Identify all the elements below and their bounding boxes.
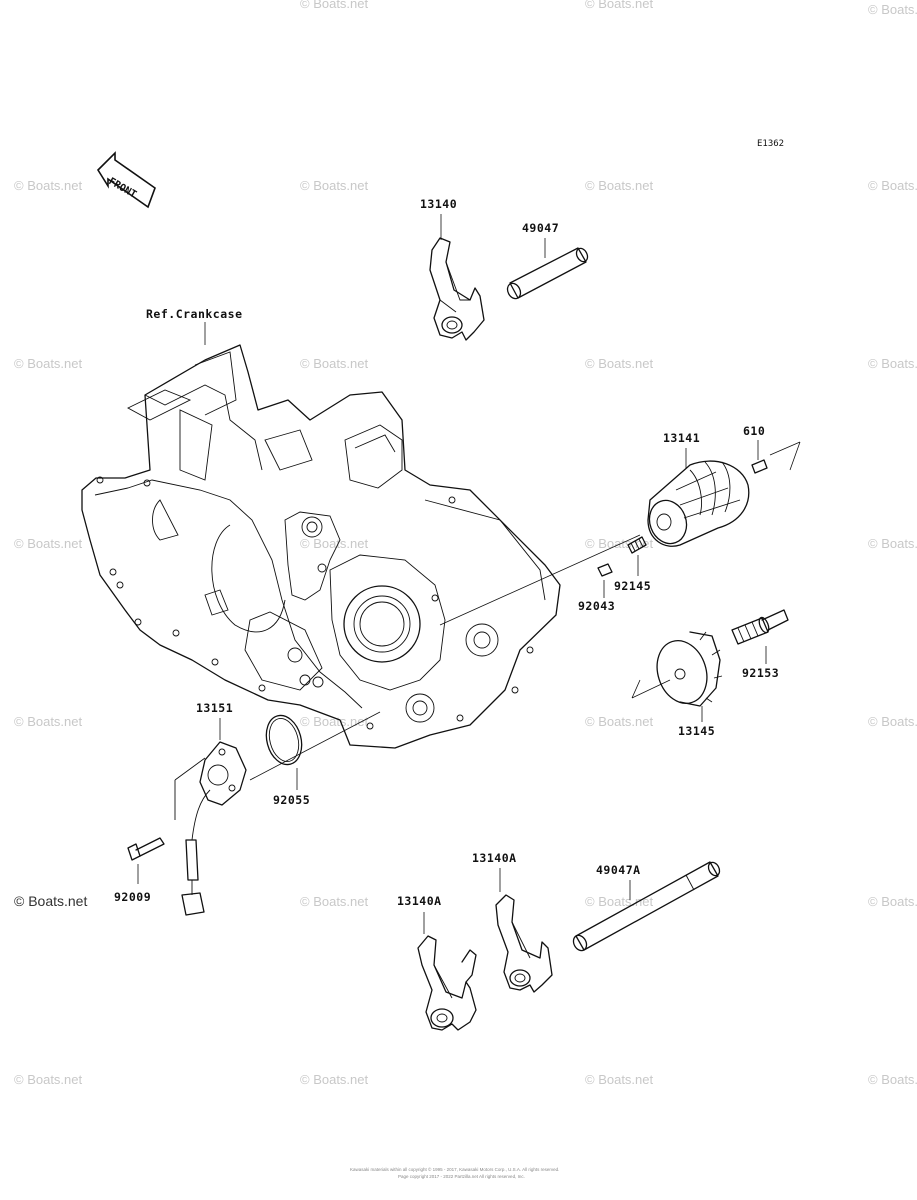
watermark: © Boats.net	[300, 356, 369, 371]
front-arrow-icon: FRONT	[96, 151, 156, 209]
part-label-92009[interactable]: 92009	[114, 890, 151, 904]
part-label-13140A-left[interactable]: 13140A	[397, 894, 442, 908]
part-label-13151[interactable]: 13151	[196, 701, 233, 715]
pin-610[interactable]	[751, 459, 768, 474]
watermark: © Boats.net	[300, 536, 369, 551]
axis-line-sensor	[249, 711, 381, 781]
copyright-line-1: Kawasaki materials within all copyright …	[350, 1166, 559, 1172]
o-ring-92055[interactable]	[261, 711, 307, 768]
crankcase-drawing	[81, 344, 561, 749]
part-label-92153[interactable]: 92153	[742, 666, 779, 680]
axis-line-segment	[631, 679, 671, 699]
part-label-13140A-right[interactable]: 13140A	[472, 851, 517, 865]
copyright-line-2: Page copyright 2017 - 2022 Partzilla.net…	[398, 1174, 525, 1179]
pin-92043[interactable]	[597, 563, 613, 577]
shift-rod-49047[interactable]	[505, 246, 590, 300]
watermark: © Boats.net	[14, 536, 83, 551]
watermark: © Boats.net	[868, 714, 917, 729]
shift-fork-13140A-right[interactable]	[495, 894, 553, 993]
shift-fork-13140A-left[interactable]	[417, 935, 477, 1031]
watermark: © Boats.net	[300, 1072, 369, 1087]
watermark: © Boats.net	[14, 714, 83, 729]
shift-drum-13141[interactable]	[644, 460, 750, 549]
part-label-610[interactable]: 610	[743, 424, 765, 438]
watermark: © Boats.net	[868, 1072, 917, 1087]
part-label-92043[interactable]: 92043	[578, 599, 615, 613]
watermark: © Boats.net	[868, 536, 917, 551]
axis-line-drum	[769, 441, 801, 471]
axis-line-main	[439, 534, 641, 626]
watermark: © Boats.net	[14, 356, 83, 371]
shift-rod-49047A[interactable]	[571, 860, 722, 952]
watermark-layer: © Boats.net © Boats.net © Boats.net © Bo…	[14, 0, 917, 1087]
watermark: © Boats.net	[300, 178, 369, 193]
part-label-49047[interactable]: 49047	[522, 221, 559, 235]
gear-position-sensor-13151[interactable]	[174, 741, 247, 916]
part-label-49047A[interactable]: 49047A	[596, 863, 641, 877]
watermark: © Boats.net	[14, 178, 83, 193]
part-label-92055[interactable]: 92055	[273, 793, 310, 807]
watermark: © Boats.net	[300, 0, 369, 11]
watermark: © Boats.net	[585, 356, 654, 371]
bolt-92009[interactable]	[127, 837, 165, 861]
watermark: © Boats.net	[585, 0, 654, 11]
watermark: © Boats.net	[585, 1072, 654, 1087]
ref-crankcase-label: Ref.Crankcase	[146, 307, 243, 321]
shift-fork-13140[interactable]	[429, 237, 485, 341]
part-label-92145[interactable]: 92145	[614, 579, 651, 593]
shift-drum-segment-13145[interactable]	[649, 631, 723, 710]
diagram-code: E1362	[757, 139, 784, 149]
watermark: © Boats.net	[300, 714, 369, 729]
watermark: © Boats.net	[300, 894, 369, 909]
part-label-13145[interactable]: 13145	[678, 724, 715, 738]
watermark: © Boats.net	[585, 178, 654, 193]
watermark: © Boats.net	[14, 893, 87, 909]
pin-92153[interactable]	[731, 609, 789, 645]
part-label-13141[interactable]: 13141	[663, 431, 700, 445]
watermark: © Boats.net	[868, 894, 917, 909]
watermark: © Boats.net	[868, 178, 917, 193]
part-label-13140[interactable]: 13140	[420, 197, 457, 211]
watermark: © Boats.net	[585, 714, 654, 729]
watermark: © Boats.net	[868, 356, 917, 371]
spring-92145[interactable]	[627, 536, 647, 554]
watermark: © Boats.net	[585, 894, 654, 909]
watermark: © Boats.net	[868, 2, 917, 17]
watermark: © Boats.net	[14, 1072, 83, 1087]
